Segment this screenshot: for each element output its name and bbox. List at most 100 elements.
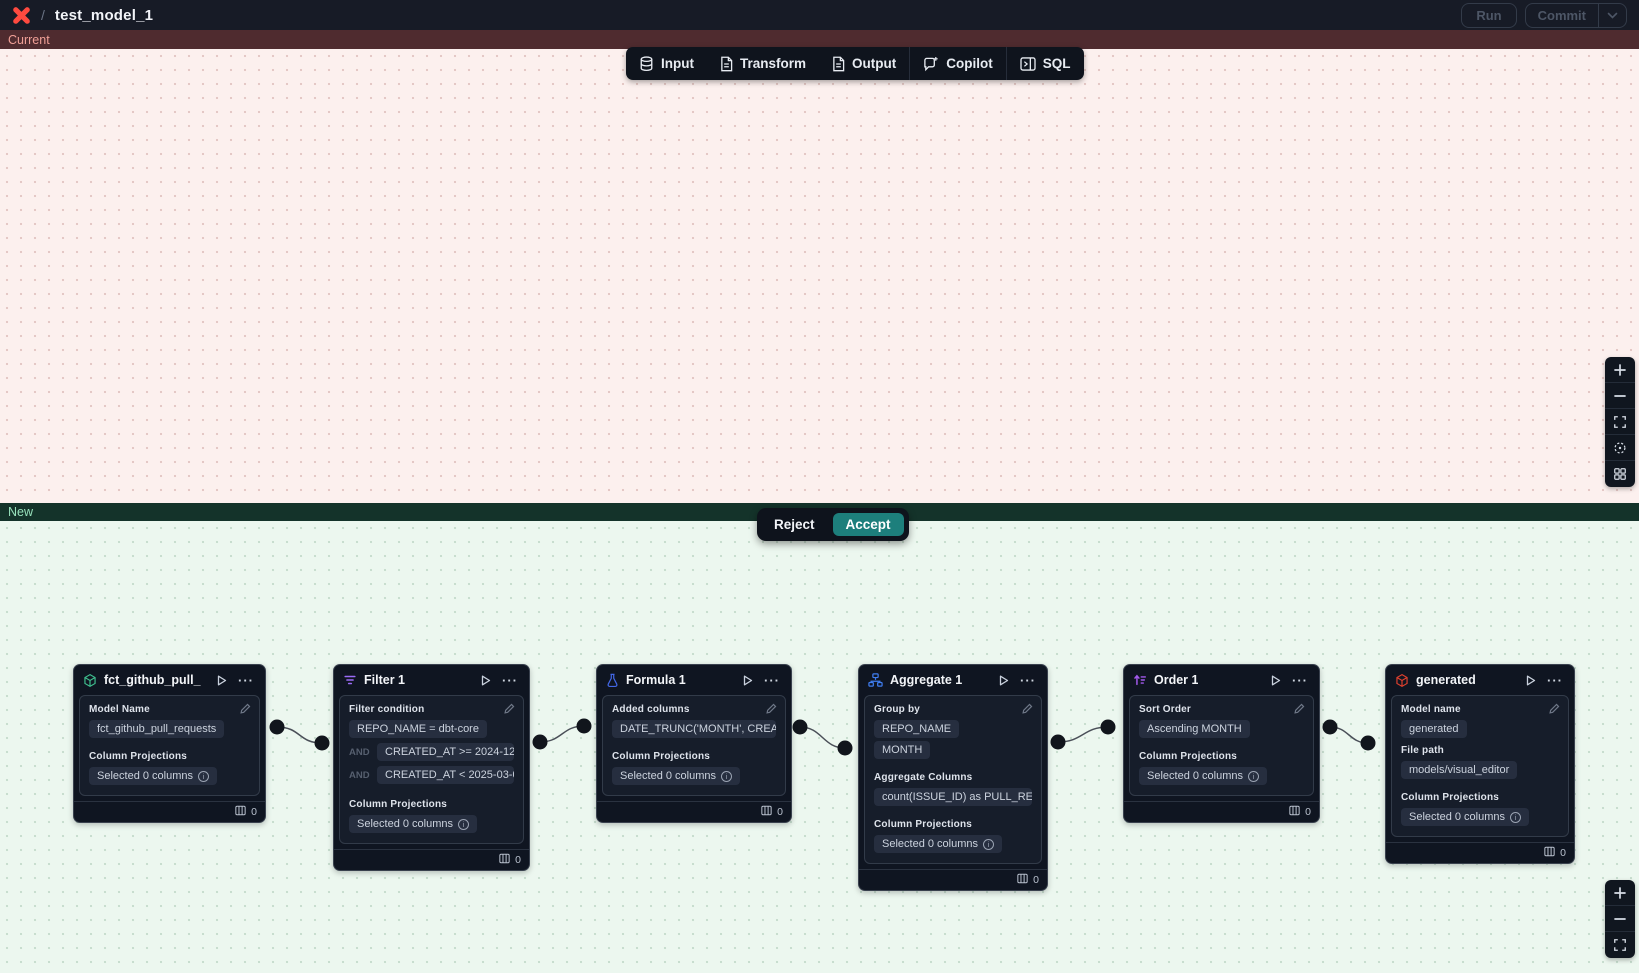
more-options-icon[interactable]: ···	[1020, 672, 1036, 688]
fit-view-icon[interactable]	[1605, 932, 1635, 958]
page-title: test_model_1	[54, 6, 154, 24]
projections-label: Column Projections	[1401, 792, 1500, 803]
play-icon[interactable]	[1524, 675, 1538, 686]
info-icon[interactable]: i	[1248, 770, 1259, 782]
commit-dropdown-button[interactable]	[1598, 3, 1626, 27]
node-header[interactable]: generated ···	[1386, 665, 1574, 695]
zoom-out-icon[interactable]	[1605, 906, 1635, 932]
grid-layout-icon[interactable]	[1605, 461, 1635, 487]
node-footer: 0	[597, 801, 791, 822]
node-formula-1[interactable]: Formula 1 ··· Added columns DATE_TRUNC('…	[596, 664, 792, 823]
node-title: Formula 1	[626, 673, 686, 687]
sql-panel-button[interactable]: SQL	[1007, 47, 1084, 80]
zoom-in-icon[interactable]	[1605, 880, 1635, 906]
model-name-pill[interactable]: generated	[1401, 720, 1467, 738]
file-path-pill[interactable]: models/visual_editor	[1401, 761, 1518, 779]
edit-pencil-icon[interactable]	[1294, 703, 1305, 714]
projections-label: Column Projections	[874, 819, 973, 830]
formula-pill[interactable]: DATE_TRUNC('MONTH', CREATED_AT…	[612, 720, 776, 738]
edit-pencil-icon[interactable]	[240, 703, 251, 714]
info-icon[interactable]: i	[983, 838, 994, 850]
add-transform-button[interactable]: Transform	[707, 47, 819, 80]
info-icon[interactable]: i	[198, 770, 209, 782]
node-body: Model Name fct_github_pull_requests Colu…	[79, 695, 260, 796]
group-by-pill[interactable]: REPO_NAME	[874, 720, 960, 738]
output-label: Output	[852, 56, 897, 71]
run-button[interactable]: Run	[1461, 2, 1517, 28]
value-pill[interactable]: fct_github_pull_requests	[89, 720, 225, 738]
sort-order-pill[interactable]: Ascending MONTH	[1139, 720, 1250, 738]
zoom-out-icon[interactable]	[1605, 383, 1635, 409]
edit-pencil-icon[interactable]	[1549, 703, 1560, 714]
zoom-in-icon[interactable]	[1605, 357, 1635, 383]
row-count: 0	[777, 806, 783, 818]
info-icon[interactable]: i	[1510, 811, 1521, 823]
node-header[interactable]: Formula 1 ···	[597, 665, 791, 695]
reject-button[interactable]: Reject	[762, 513, 827, 536]
node-header[interactable]: Order 1 ···	[1124, 665, 1319, 695]
play-icon[interactable]	[1269, 675, 1283, 686]
row-count: 0	[251, 806, 257, 818]
section-label: Added columns	[612, 704, 690, 715]
add-input-button[interactable]: Input	[626, 47, 707, 80]
fit-view-icon[interactable]	[1605, 409, 1635, 435]
node-footer: 0	[334, 849, 529, 870]
node-header[interactable]: Aggregate 1 ···	[859, 665, 1047, 695]
dbt-logo-icon[interactable]	[12, 6, 31, 25]
play-icon[interactable]	[741, 675, 755, 686]
info-icon[interactable]: i	[721, 770, 732, 782]
filter-condition-pill[interactable]: REPO_NAME = dbt-core	[349, 720, 487, 738]
node-body: Added columns DATE_TRUNC('MONTH', CREATE…	[602, 695, 786, 796]
commit-split-button: Commit	[1524, 2, 1627, 28]
flask-icon	[606, 673, 619, 688]
node-toolbar: Input Transform Output Copilot SQL	[626, 47, 1084, 80]
info-icon[interactable]: i	[458, 818, 469, 830]
play-icon[interactable]	[215, 675, 229, 686]
node-order-1[interactable]: Order 1 ··· Sort Order Ascending MONTH C…	[1123, 664, 1320, 823]
more-options-icon[interactable]: ···	[238, 672, 254, 688]
edit-pencil-icon[interactable]	[1022, 703, 1033, 714]
wheel-icon[interactable]	[1605, 435, 1635, 461]
group-by-pill[interactable]: MONTH	[874, 741, 931, 759]
node-body: Filter condition REPO_NAME = dbt-core AN…	[339, 695, 524, 844]
database-icon	[639, 55, 654, 72]
node-generated[interactable]: generated ··· Model name generated File …	[1385, 664, 1575, 864]
more-options-icon[interactable]: ···	[764, 672, 780, 688]
node-body: Model name generated File path models/vi…	[1391, 695, 1569, 837]
edit-pencil-icon[interactable]	[766, 703, 777, 714]
edit-pencil-icon[interactable]	[504, 703, 515, 714]
add-output-button[interactable]: Output	[819, 47, 909, 80]
current-canvas[interactable]	[0, 49, 1639, 503]
commit-button[interactable]: Commit	[1526, 4, 1598, 27]
projections-label: Column Projections	[349, 799, 448, 810]
more-options-icon[interactable]: ···	[502, 672, 518, 688]
play-icon[interactable]	[479, 675, 493, 686]
node-title: Filter 1	[364, 673, 405, 687]
node-title: generated	[1416, 673, 1476, 687]
chevron-down-icon	[1607, 12, 1618, 19]
copilot-button[interactable]: Copilot	[910, 47, 1006, 80]
more-options-icon[interactable]: ···	[1292, 672, 1308, 688]
breadcrumb-separator: /	[41, 7, 45, 23]
projections-label: Column Projections	[1139, 751, 1238, 762]
accept-button[interactable]: Accept	[832, 513, 904, 536]
filter-condition-pill[interactable]: CREATED_AT < 2025-03-01	[377, 766, 514, 784]
filter-condition-pill[interactable]: CREATED_AT >= 2024-12-01	[377, 743, 514, 761]
play-icon[interactable]	[997, 675, 1011, 686]
node-header[interactable]: Filter 1 ···	[334, 665, 529, 695]
more-options-icon[interactable]: ···	[1547, 672, 1563, 688]
section-label: Model Name	[89, 704, 150, 715]
node-header[interactable]: fct_github_pull_requests ···	[74, 665, 265, 695]
node-filter-1[interactable]: Filter 1 ··· Filter condition REPO_NAME …	[333, 664, 530, 871]
node-footer: 0	[74, 801, 265, 822]
node-fct-github-pull-requests[interactable]: fct_github_pull_requests ··· Model Name …	[73, 664, 266, 823]
node-aggregate-1[interactable]: Aggregate 1 ··· Group by REPO_NAME MONTH…	[858, 664, 1048, 891]
aggregate-pill[interactable]: count(ISSUE_ID) as PULL_REQUEST_…	[874, 788, 1032, 806]
